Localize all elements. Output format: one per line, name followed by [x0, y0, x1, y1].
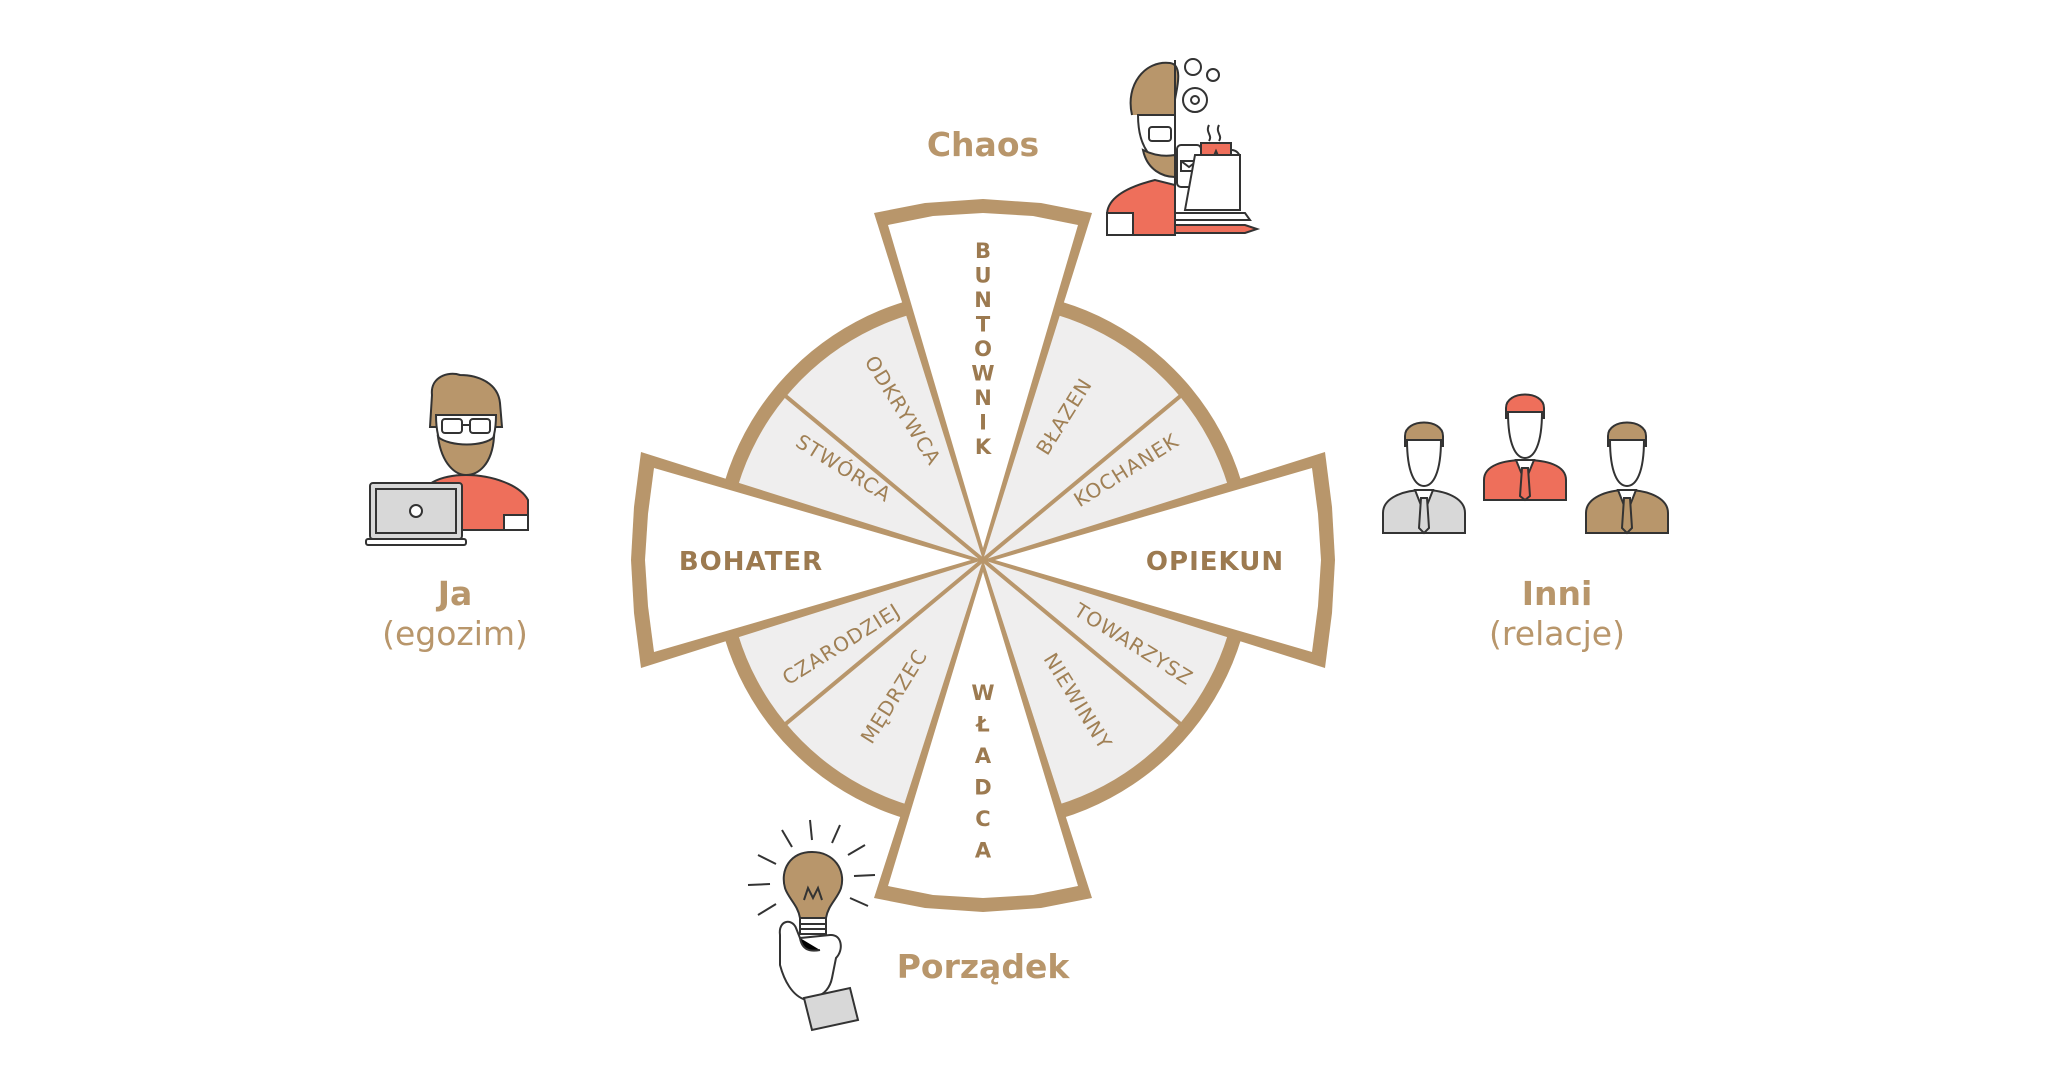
person-brown-icon [1585, 421, 1669, 535]
buntownik-letter: N [974, 386, 992, 410]
light-rays [747, 819, 876, 916]
wladca-letter: Ł [975, 713, 989, 737]
buntownik-letter: N [974, 288, 992, 312]
axis-title-inni: Inni [1522, 574, 1593, 613]
hand-holding-lightbulb-icon [747, 819, 876, 1032]
group-of-people-icon [1382, 393, 1669, 535]
buntownik-letter: B [975, 239, 991, 263]
axis-title-chaos: Chaos [927, 125, 1039, 164]
buntownik-letter: O [974, 337, 992, 361]
axis-title-ja: Ja [436, 574, 473, 613]
arm-label-bohater: BOHATER [679, 547, 823, 577]
person-grey-icon [1382, 421, 1466, 535]
creative-worker-icon [1106, 58, 1261, 236]
wladca-letter: W [971, 681, 994, 705]
axis-subtitle-egozim: (egozim) [382, 614, 528, 653]
buntownik-letter: T [976, 313, 991, 337]
buntownik-letter: K [975, 435, 992, 459]
arm-bottom-inner [888, 572, 1078, 898]
man-with-laptop-icon [365, 372, 529, 546]
wladca-letter: C [975, 807, 990, 831]
arm-label-opiekun: OPIEKUN [1146, 547, 1284, 577]
axis-subtitle-relacje: (relacje) [1489, 614, 1625, 653]
person-red-icon [1483, 393, 1567, 502]
sector-dividers [778, 389, 1188, 731]
wladca-letter: A [975, 839, 992, 863]
buntownik-letter: U [974, 264, 991, 288]
axis-title-porzadek: Porządek [897, 947, 1071, 986]
wladca-letter: A [975, 744, 992, 768]
wladca-letter: D [974, 776, 991, 800]
arm-left-inner [645, 468, 971, 652]
buntownik-letter: I [979, 411, 987, 435]
arm-right-inner [995, 468, 1321, 652]
buntownik-letter: W [971, 362, 994, 386]
archetype-wheel: ODKRYWCA STWÓRCA BŁAZEN KOCHANEK TOWARZY… [631, 199, 1335, 912]
arm-top-inner [888, 213, 1078, 548]
